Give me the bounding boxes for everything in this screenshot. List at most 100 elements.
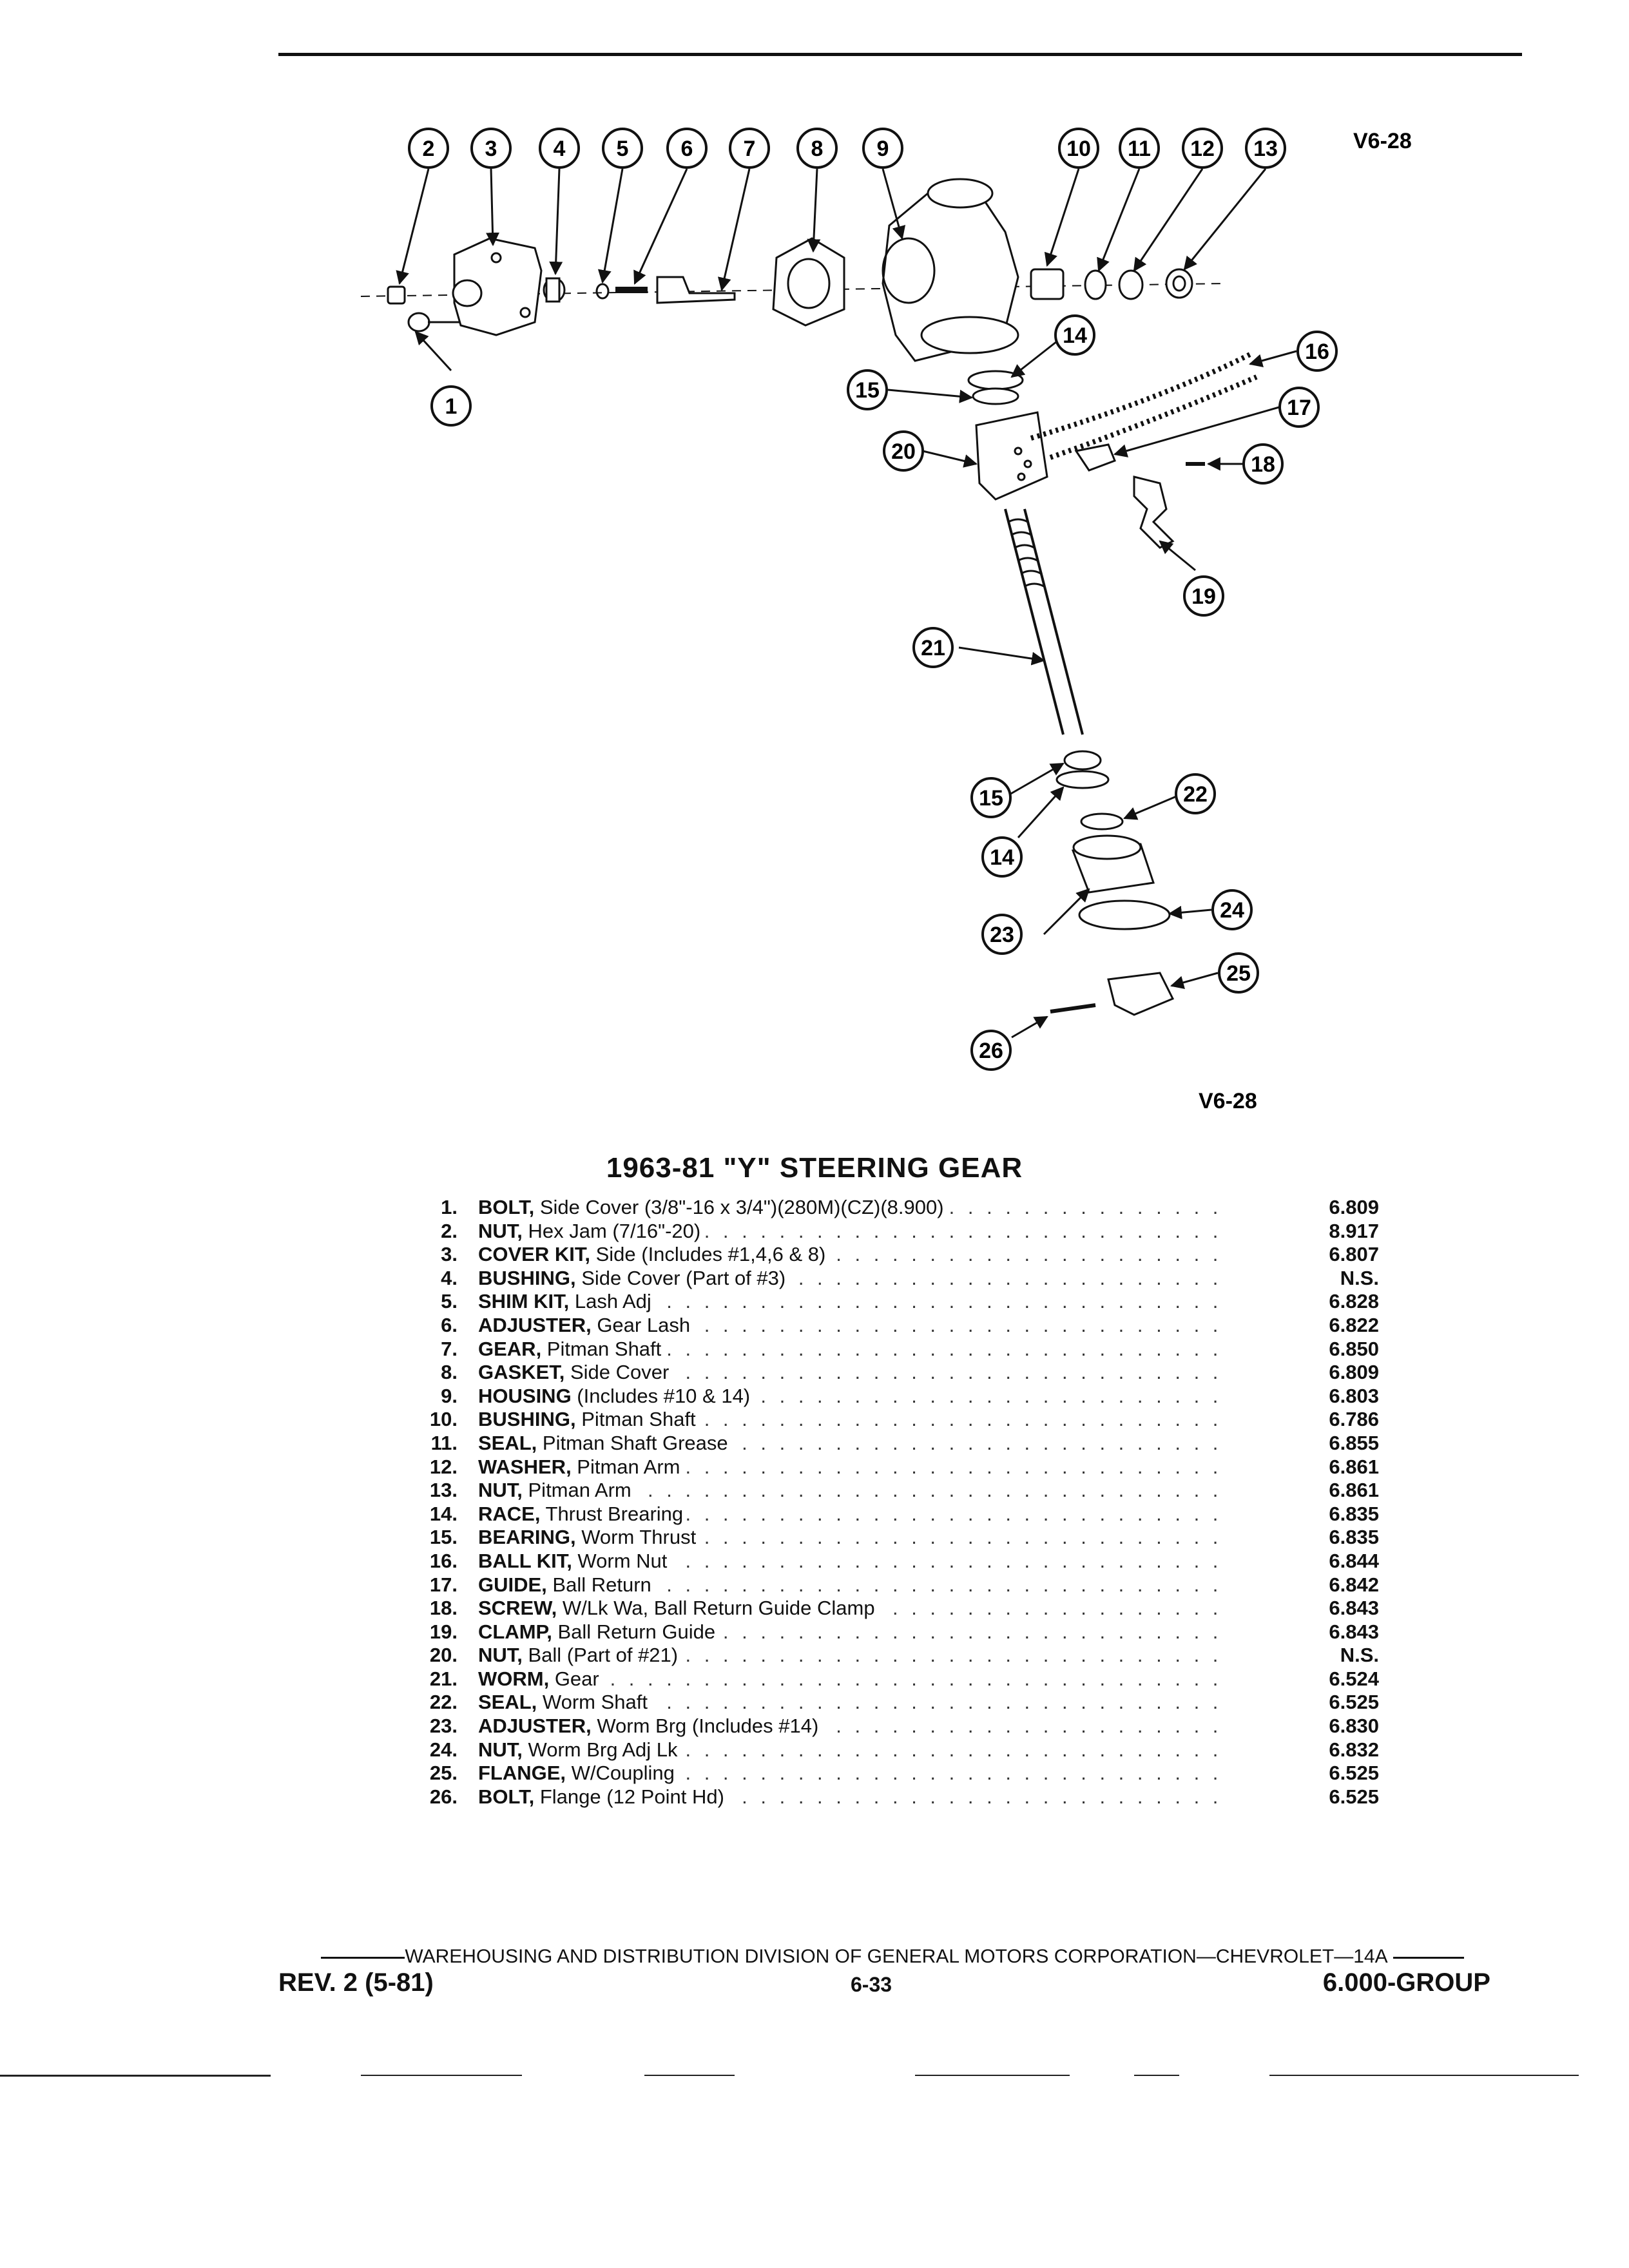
group-code: 8.917 (1329, 1219, 1379, 1242)
callout-label: 5 (617, 137, 629, 161)
bottom-rule (644, 2075, 735, 2076)
group-code: 6.786 (1329, 1408, 1379, 1431)
part-number: 6. (441, 1313, 458, 1336)
callout-label: 15 (855, 378, 880, 403)
part-name: ADJUSTER, Worm Brg (Includes #14) (478, 1715, 823, 1738)
parts-list-row: 21. . . . . . . . . . . . . . . . . . . … (400, 1667, 1379, 1691)
part-name: BEARING, Worm Thrust (478, 1526, 700, 1550)
part-description: Worm Shaft (537, 1691, 648, 1714)
page-title: 1963-81 "Y" STEERING GEAR (606, 1152, 1023, 1184)
part-name: BOLT, Side Cover (3/8"-16 x 3/4")(280M)(… (478, 1196, 948, 1219)
callout-circle (1175, 773, 1216, 814)
part-description: Pitman Shaft (541, 1337, 662, 1360)
group-code: 6.828 (1329, 1290, 1379, 1313)
part-description: (Includes #10 & 14) (571, 1384, 751, 1407)
part-name: FLANGE, W/Coupling (478, 1762, 679, 1785)
callout-label: 8 (811, 137, 824, 161)
bottom-rule (1134, 2075, 1179, 2076)
callout-circle (1183, 575, 1224, 617)
callout-label: 6 (681, 137, 693, 161)
parts-list-row: 16. . . . . . . . . . . . . . . . . . . … (400, 1549, 1379, 1573)
part-number: 22. (429, 1691, 458, 1714)
callout-circle (912, 627, 954, 668)
bottom-rule (1269, 2075, 1579, 2076)
part-description: Gear Lash (591, 1313, 691, 1336)
callout-label: 14 (1063, 323, 1087, 348)
parts-list: 1. . . . . . . . . . . . . . . . . . . .… (400, 1196, 1379, 1809)
part-name: SCREW, W/Lk Wa, Ball Return Guide Clamp (478, 1597, 879, 1620)
callout-label: 20 (891, 439, 916, 464)
part-name: WASHER, Pitman Arm (478, 1455, 684, 1479)
group-code: N.S. (1340, 1644, 1379, 1667)
part-description: Worm Thrust (575, 1526, 697, 1549)
header-rule (278, 53, 1522, 56)
callout-circle (408, 128, 449, 169)
part-description: Pitman Shaft Grease (537, 1431, 728, 1454)
part-name: CLAMP, Ball Return Guide (478, 1620, 720, 1644)
part-number: 17. (429, 1573, 458, 1596)
part-description: Worm Nut (572, 1549, 668, 1572)
part-number: 8. (441, 1361, 458, 1384)
part-number: 24. (429, 1738, 458, 1761)
group-code: 6.807 (1329, 1243, 1379, 1266)
part-description: Ball (Part of #21) (522, 1644, 679, 1667)
callout-label: 3 (485, 137, 497, 161)
callout-circle (981, 836, 1023, 878)
part-number: 4. (441, 1266, 458, 1289)
callout-label: 2 (423, 137, 435, 161)
part-name: SEAL, Worm Shaft (478, 1691, 651, 1715)
callout-circle (1054, 314, 1095, 356)
part-description: Lash Adj (569, 1290, 651, 1313)
page-number: 6-33 (851, 1973, 892, 1996)
parts-list-row: 24. . . . . . . . . . . . . . . . . . . … (400, 1738, 1379, 1762)
callout-label: 21 (921, 636, 945, 660)
part-number: 14. (429, 1502, 458, 1525)
part-name: BUSHING, Side Cover (Part of #3) (478, 1266, 790, 1290)
part-description: Thrust Brearing (540, 1502, 684, 1525)
part-name: COVER KIT, Side (Includes #1,4,6 & 8) (478, 1243, 830, 1267)
part-description: Side Cover (Part of #3) (575, 1266, 786, 1289)
part-number: 25. (429, 1762, 458, 1785)
bottom-rule (915, 2075, 1070, 2076)
callout-label: 12 (1190, 137, 1215, 161)
diagram-code-bottom: V6-28 (1199, 1089, 1257, 1113)
part-name: BOLT, Flange (12 Point Hd) (478, 1785, 728, 1809)
parts-list-row: 8. . . . . . . . . . . . . . . . . . . .… (400, 1361, 1379, 1385)
callout-circle (602, 128, 643, 169)
parts-list-row: 15. . . . . . . . . . . . . . . . . . . … (400, 1526, 1379, 1550)
group-code: 6.842 (1329, 1573, 1379, 1596)
parts-list-row: 11. . . . . . . . . . . . . . . . . . . … (400, 1431, 1379, 1456)
callout-circle (539, 128, 580, 169)
part-name: RACE, Thrust Brearing (478, 1502, 688, 1526)
bottom-rule (0, 2075, 271, 2077)
part-description: Side Cover (3/8"-16 x 3/4")(280M)(CZ)(8.… (534, 1196, 944, 1218)
parts-list-row: 5. . . . . . . . . . . . . . . . . . . .… (400, 1290, 1379, 1314)
callout-circle (470, 128, 512, 169)
group-code: 6.809 (1329, 1361, 1379, 1384)
part-number: 3. (441, 1243, 458, 1266)
callout-label: 4 (554, 137, 566, 161)
group-code: 6.803 (1329, 1384, 1379, 1407)
part-name: WORM, Gear (478, 1667, 603, 1691)
parts-list-row: 7. . . . . . . . . . . . . . . . . . . .… (400, 1337, 1379, 1361)
part-name: HOUSING (Includes #10 & 14) (478, 1384, 755, 1408)
part-number: 12. (429, 1455, 458, 1478)
callout-circle (666, 128, 708, 169)
parts-list-row: 18. . . . . . . . . . . . . . . . . . . … (400, 1597, 1379, 1620)
part-number: 15. (429, 1526, 458, 1549)
part-description: Worm Brg Adj Lk (522, 1738, 678, 1761)
part-description: W/Lk Wa, Ball Return Guide Clamp (557, 1597, 875, 1620)
revision-label: REV. 2 (5-81) (278, 1968, 434, 1997)
parts-list-row: 1. . . . . . . . . . . . . . . . . . . .… (400, 1196, 1379, 1220)
callout-circle (981, 914, 1023, 955)
part-number: 5. (441, 1290, 458, 1313)
callout-label: 13 (1253, 137, 1278, 161)
group-code: 6.525 (1329, 1785, 1379, 1808)
part-name: BALL KIT, Worm Nut (478, 1549, 671, 1573)
group-code: 6.822 (1329, 1313, 1379, 1336)
group-code: 6.835 (1329, 1502, 1379, 1525)
part-description: Flange (12 Point Hd) (534, 1785, 724, 1808)
callout-label: 11 (1128, 137, 1151, 161)
parts-list-row: 9. . . . . . . . . . . . . . . . . . . .… (400, 1384, 1379, 1408)
callout-circle (796, 128, 838, 169)
